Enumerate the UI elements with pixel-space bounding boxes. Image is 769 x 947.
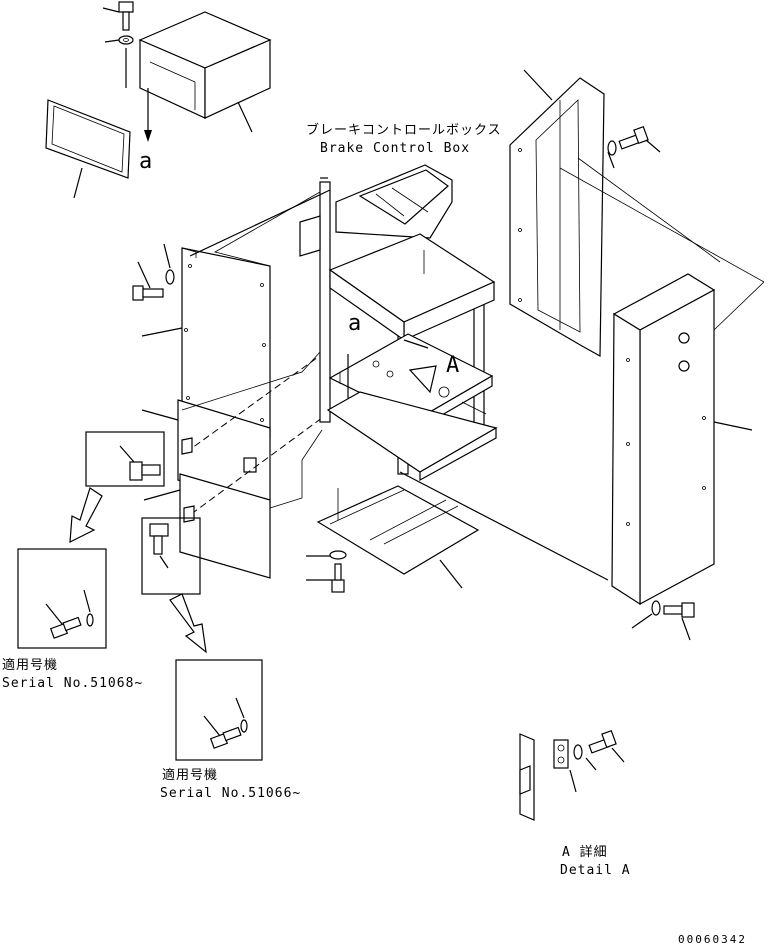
arrow-1-icon [69,487,103,544]
top-box-cover [138,11,272,133]
bottom-bolt-icon [306,488,347,593]
detail-a-label-en: Detail A [560,863,631,878]
serial-label-1: Serial No.51068~ [2,676,144,691]
central-frame [299,164,498,482]
bolt-detail-box-1 [85,431,165,487]
ref-letter-a-frame: a [348,311,362,336]
gasket-frame [45,99,131,199]
arrow-2-icon [169,593,207,654]
detail-a-drawing [519,729,625,821]
upper-left-bolt-icon [132,243,175,301]
drawing-number: 00060342 [678,933,747,946]
serial-label-2: Serial No.51066~ [160,786,302,801]
top-washer-icon [104,35,134,45]
detail-a-label-jp: A 詳細 [562,845,608,860]
right-lower-bolt-icon [631,600,695,641]
serial-box-1 [17,548,107,649]
right-upper-bolt-icon [607,125,661,169]
serial-box-2 [175,659,263,761]
bottom-plate [316,485,480,589]
right-tall-cover [611,273,753,606]
applicable-model-label-1: 適用号機 [2,658,59,673]
applicable-model-label-2: 適用号機 [162,768,219,783]
brake-control-box-label-jp: ブレーキコントロールボックス [306,123,502,138]
ref-letter-a-upper: a [139,149,153,174]
right-side-cover-upper [509,69,605,358]
ref-letter-big-a: A [446,353,460,378]
top-bolt-icon [102,1,134,31]
brake-control-box-label-en: Brake Control Box [320,141,471,156]
bolt-detail-box-2 [141,517,201,595]
